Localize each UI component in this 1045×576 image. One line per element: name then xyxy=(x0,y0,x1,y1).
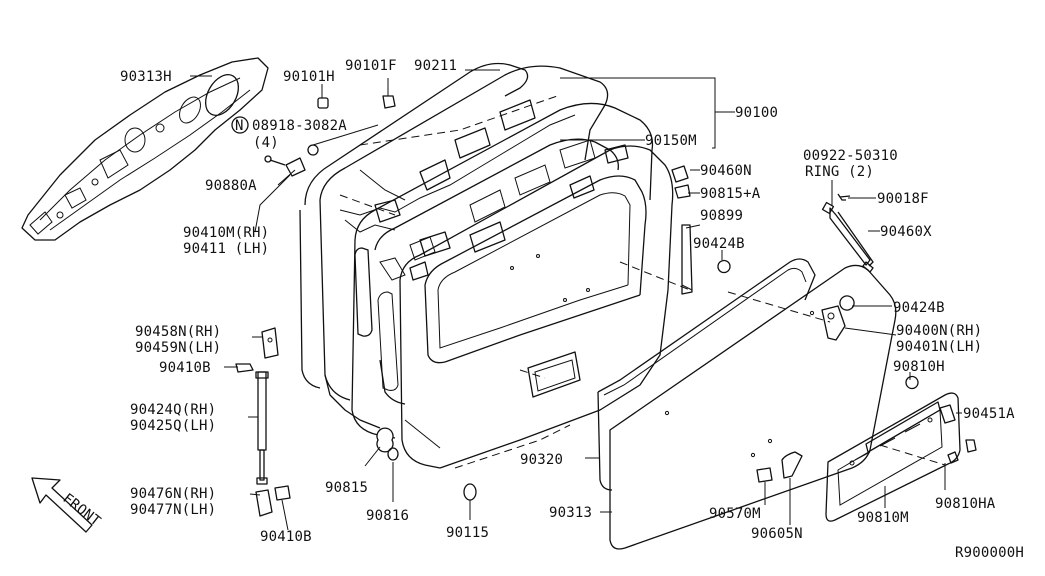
label-90018F: 90018F xyxy=(877,191,929,207)
label-90313H: 90313H xyxy=(120,69,172,85)
back-door-inner-panel-90150M xyxy=(351,102,654,439)
n-circle-letter: N xyxy=(235,118,244,134)
glass-stay-90460X xyxy=(821,193,874,273)
label-90459N-lh: 90459N(LH) xyxy=(135,340,221,356)
label-90411-lh: 90411 (LH) xyxy=(183,241,269,257)
label-90424B-top: 90424B xyxy=(693,236,745,252)
label-90100: 90100 xyxy=(735,105,778,121)
label-90460N: 90460N xyxy=(700,163,752,179)
label-08918-3082A: 08918-3082A xyxy=(252,118,347,134)
n-circle-icon xyxy=(231,116,249,134)
label-90424Q-rh: 90424Q(RH) xyxy=(130,402,216,418)
label-90810H: 90810H xyxy=(893,359,945,375)
door-gas-stay-90424Q xyxy=(255,371,269,485)
license-finisher-90810M xyxy=(825,392,977,522)
label-90150M: 90150M xyxy=(645,133,697,149)
leader-lines xyxy=(190,69,962,531)
label-90115: 90115 xyxy=(446,525,489,541)
small-fasteners xyxy=(235,95,803,517)
label-90410M-rh: 90410M(RH) xyxy=(183,225,269,241)
label-90401N-lh: 90401N(LH) xyxy=(896,339,982,355)
label-90410B-upper: 90410B xyxy=(159,360,211,376)
label-ring-2: RING (2) xyxy=(805,164,874,180)
label-90899: 90899 xyxy=(700,208,743,224)
label-90477N-lh: 90477N(LH) xyxy=(130,502,216,518)
label-90400N-rh: 90400N(RH) xyxy=(896,323,982,339)
label-front: FRONT xyxy=(60,491,104,530)
label-90810HA: 90810HA xyxy=(935,496,996,512)
back-door-outer-panel xyxy=(299,62,609,429)
label-90460X: 90460X xyxy=(880,224,932,240)
back-door-trim-frame xyxy=(399,144,693,469)
label-90458N-rh: 90458N(RH) xyxy=(135,324,221,340)
label-90570M: 90570M xyxy=(709,506,761,522)
glass-hinge-90400N xyxy=(717,259,919,390)
label-90424B-right: 90424B xyxy=(893,300,945,316)
label-90815-A: 90815+A xyxy=(700,186,761,202)
label-90320: 90320 xyxy=(520,452,563,468)
label-90476N-rh: 90476N(RH) xyxy=(130,486,216,502)
label-90101H: 90101H xyxy=(283,69,335,85)
label-90101F: 90101F xyxy=(345,58,397,74)
label-90425Q-lh: 90425Q(LH) xyxy=(130,418,216,434)
front-direction-arrow xyxy=(31,477,93,533)
label-90816: 90816 xyxy=(366,508,409,524)
back-glass-assembly xyxy=(597,258,897,550)
label-90410B-lower: 90410B xyxy=(260,529,312,545)
label-90313: 90313 xyxy=(549,505,592,521)
label-90605N: 90605N xyxy=(751,526,803,542)
insulator-panel-90313H xyxy=(21,57,269,241)
label-90810M: 90810M xyxy=(857,510,909,526)
label-reference-code: R900000H xyxy=(955,545,1024,561)
label-00922-50310: 00922-50310 xyxy=(803,148,898,164)
label-90451A: 90451A xyxy=(963,406,1015,422)
part-labels: 90313H 90101H 90101F 90211 90100 08918-3… xyxy=(60,58,1024,561)
label-90211: 90211 xyxy=(414,58,457,74)
label-90880A: 90880A xyxy=(205,178,257,194)
label-08918-qty: (4) xyxy=(253,135,279,151)
label-90815: 90815 xyxy=(325,480,368,496)
